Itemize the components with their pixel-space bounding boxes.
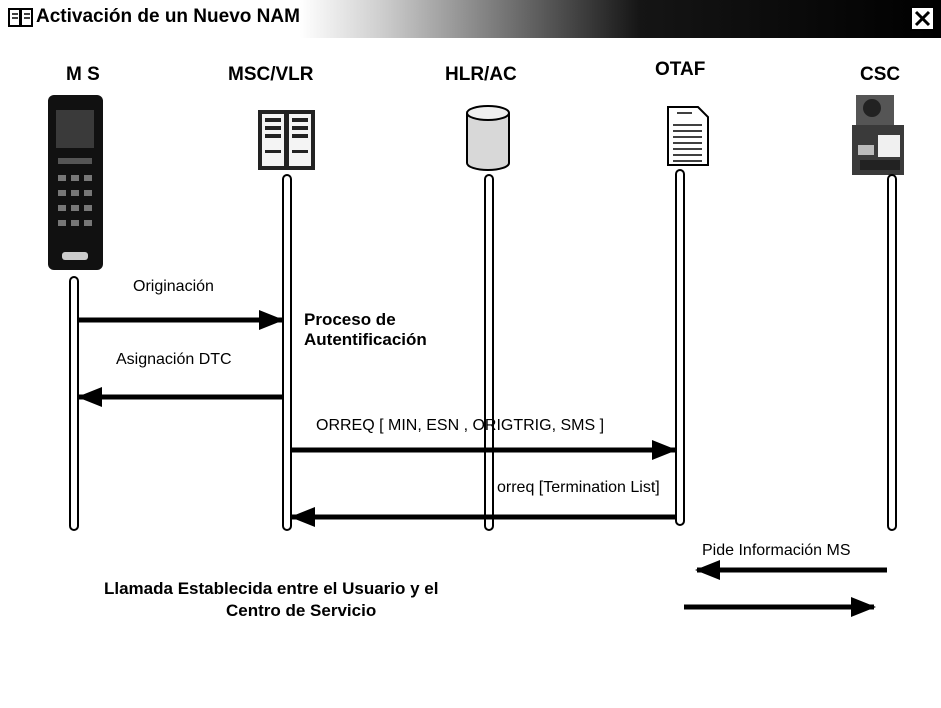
database-icon xyxy=(466,105,510,171)
window-titlebar: Activación de un Nuevo NAM xyxy=(0,0,941,38)
document-icon xyxy=(667,106,709,166)
message-orreq: ORREQ [ MIN, ESN , ORIGTRIG, SMS ] xyxy=(316,417,604,434)
entity-label-otaf: OTAF xyxy=(655,59,705,80)
call-note-line2: Centro de Servicio xyxy=(226,601,376,620)
entity-label-hlr: HLR/AC xyxy=(445,64,517,85)
entity-label-msc: MSC/VLR xyxy=(228,64,314,85)
window-title: Activación de un Nuevo NAM xyxy=(36,6,300,27)
lifeline-hlr xyxy=(484,174,494,531)
operator-icon xyxy=(852,95,904,175)
mobile-phone-icon xyxy=(48,95,103,270)
message-orreq-response: orreq [Termination List] xyxy=(497,479,660,496)
book-icon xyxy=(8,8,33,27)
call-note-line1: Llamada Establecida entre el Usuario y e… xyxy=(104,579,438,598)
entity-label-ms: M S xyxy=(66,64,100,85)
entity-label-csc: CSC xyxy=(860,64,900,85)
lifeline-otaf xyxy=(675,169,685,526)
switch-icon xyxy=(258,110,315,170)
message-assignment: Asignación DTC xyxy=(116,351,232,368)
lifeline-ms xyxy=(69,276,79,531)
auth-note-line1: Proceso de xyxy=(304,310,396,329)
message-ask-info: Pide Información MS xyxy=(702,542,851,559)
lifeline-msc xyxy=(282,174,292,531)
close-icon xyxy=(914,10,931,27)
message-origination: Originación xyxy=(133,278,214,295)
lifeline-csc xyxy=(887,174,897,531)
auth-note-line2: Autentificación xyxy=(304,330,427,349)
close-button[interactable] xyxy=(910,6,935,31)
